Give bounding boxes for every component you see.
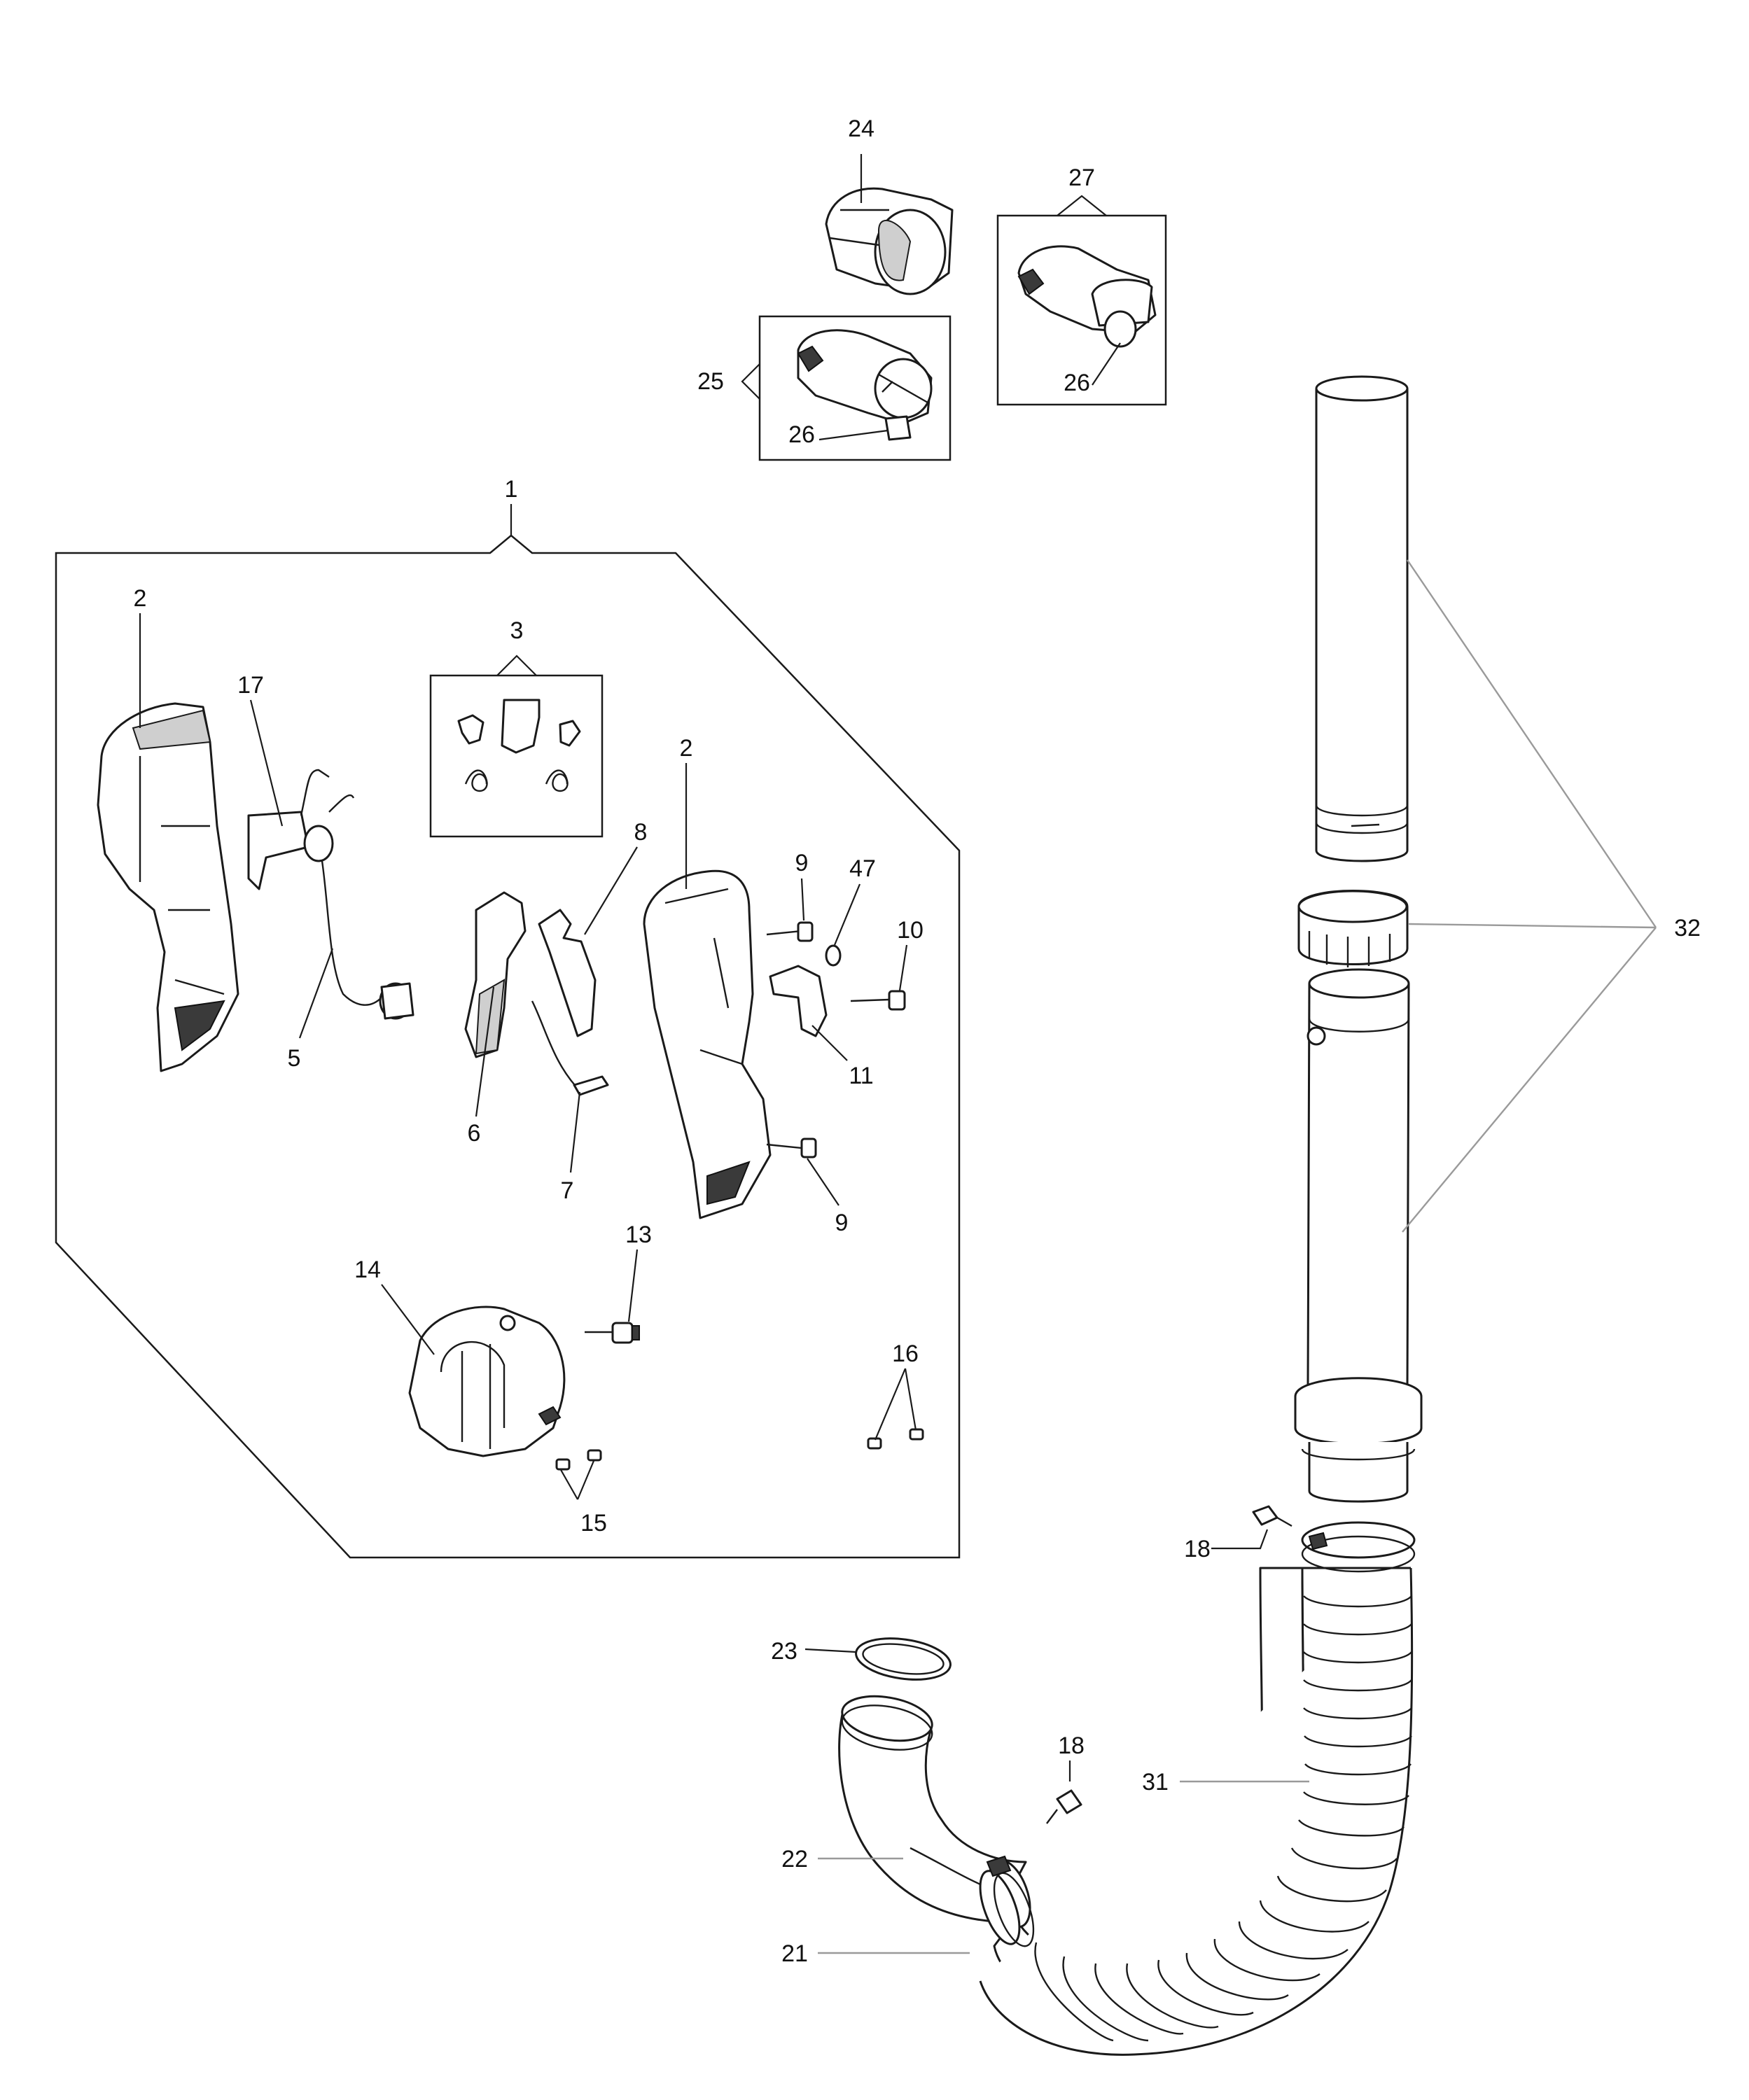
callout-25: 25 [697, 368, 724, 395]
screw-9-top [766, 921, 814, 942]
callout-6: 6 [468, 1120, 481, 1147]
clamp-upper [1252, 1505, 1416, 1573]
callout-9-bottom: 9 [835, 1210, 849, 1236]
leader-5 [298, 948, 334, 1039]
tube-nut [1297, 890, 1409, 967]
leader-26a [818, 429, 889, 441]
screw-10 [850, 990, 906, 1011]
callout-9-top: 9 [795, 850, 809, 876]
callout-2-right: 2 [680, 735, 693, 762]
callout-21: 21 [781, 1940, 808, 1967]
leader-26b [1092, 342, 1121, 386]
leader-7 [569, 1091, 581, 1173]
callout-14: 14 [354, 1256, 381, 1283]
leader-32-nut [1408, 923, 1657, 929]
screw-9-bottom [766, 1138, 817, 1158]
leader-3 [496, 654, 537, 676]
clamp-lower [979, 1855, 1035, 1947]
callout-15: 15 [580, 1510, 607, 1536]
callout-1: 1 [505, 476, 518, 503]
leader-13 [627, 1249, 639, 1322]
callout-5: 5 [288, 1045, 301, 1072]
assembly-1-outline [55, 534, 961, 1559]
callout-11: 11 [849, 1063, 873, 1089]
leader-25-bracket [741, 363, 760, 400]
callout-17: 17 [237, 672, 264, 699]
callout-32: 32 [1674, 915, 1701, 941]
adapter-14 [408, 1306, 566, 1457]
leader-9a [800, 878, 805, 921]
callout-27: 27 [1068, 164, 1095, 191]
callout-18-upper: 18 [1184, 1536, 1211, 1562]
screw-18-lower [1046, 1789, 1082, 1824]
leader-17 [249, 699, 284, 827]
blower-tube-upper [1315, 375, 1409, 862]
throttle-trigger [464, 891, 527, 1058]
callout-23: 23 [771, 1638, 797, 1665]
nozzle-24 [825, 187, 954, 295]
leader-15 [559, 1460, 595, 1500]
part-13 [585, 1322, 640, 1344]
leader-9b [807, 1158, 839, 1206]
callout-2-left: 2 [134, 585, 147, 612]
callout-26-box25: 26 [788, 421, 815, 448]
callout-8: 8 [634, 819, 648, 846]
leader-18a [1211, 1529, 1269, 1550]
nozzle-27 [1017, 245, 1157, 348]
throttle-rod [531, 1000, 609, 1096]
callout-47: 47 [849, 855, 876, 882]
blower-tube-lower [1294, 968, 1423, 1503]
nozzle-25 [797, 329, 933, 441]
o-ring-23 [855, 1637, 952, 1681]
leader-8 [584, 846, 638, 935]
part-11 [769, 965, 828, 1037]
kit-27-box [996, 214, 1167, 406]
o-ring-47 [825, 944, 842, 967]
callout-18-lower: 18 [1058, 1732, 1085, 1759]
callout-22: 22 [781, 1846, 808, 1872]
callout-31: 31 [1142, 1769, 1169, 1795]
leader-6 [475, 986, 495, 1117]
housing-half-left [97, 702, 239, 1072]
callout-16: 16 [892, 1340, 919, 1367]
screws-16 [867, 1428, 924, 1450]
kit-25-box [758, 315, 952, 461]
housing-half-right [643, 869, 772, 1219]
leader-47 [833, 883, 861, 946]
callout-24: 24 [848, 115, 874, 142]
kit-3-box [429, 674, 604, 838]
callout-3: 3 [510, 617, 524, 644]
leader-16 [874, 1368, 917, 1441]
leader-27 [1057, 195, 1107, 216]
callout-10: 10 [897, 917, 924, 944]
callout-7: 7 [561, 1177, 574, 1204]
flex-hose [979, 1567, 1414, 2056]
leader-11 [811, 1025, 848, 1061]
callout-13: 13 [625, 1222, 652, 1248]
leader-14 [381, 1284, 435, 1355]
screws-15 [555, 1449, 602, 1471]
leader-23 [804, 1648, 856, 1653]
leader-32-top [1407, 559, 1657, 928]
leader-32-lower [1402, 927, 1657, 1233]
callout-26-box27: 26 [1064, 370, 1090, 396]
wire-harness [247, 769, 414, 1020]
leader-10 [898, 944, 908, 991]
lever-8 [538, 909, 597, 1037]
kit-3-parts [457, 699, 581, 792]
